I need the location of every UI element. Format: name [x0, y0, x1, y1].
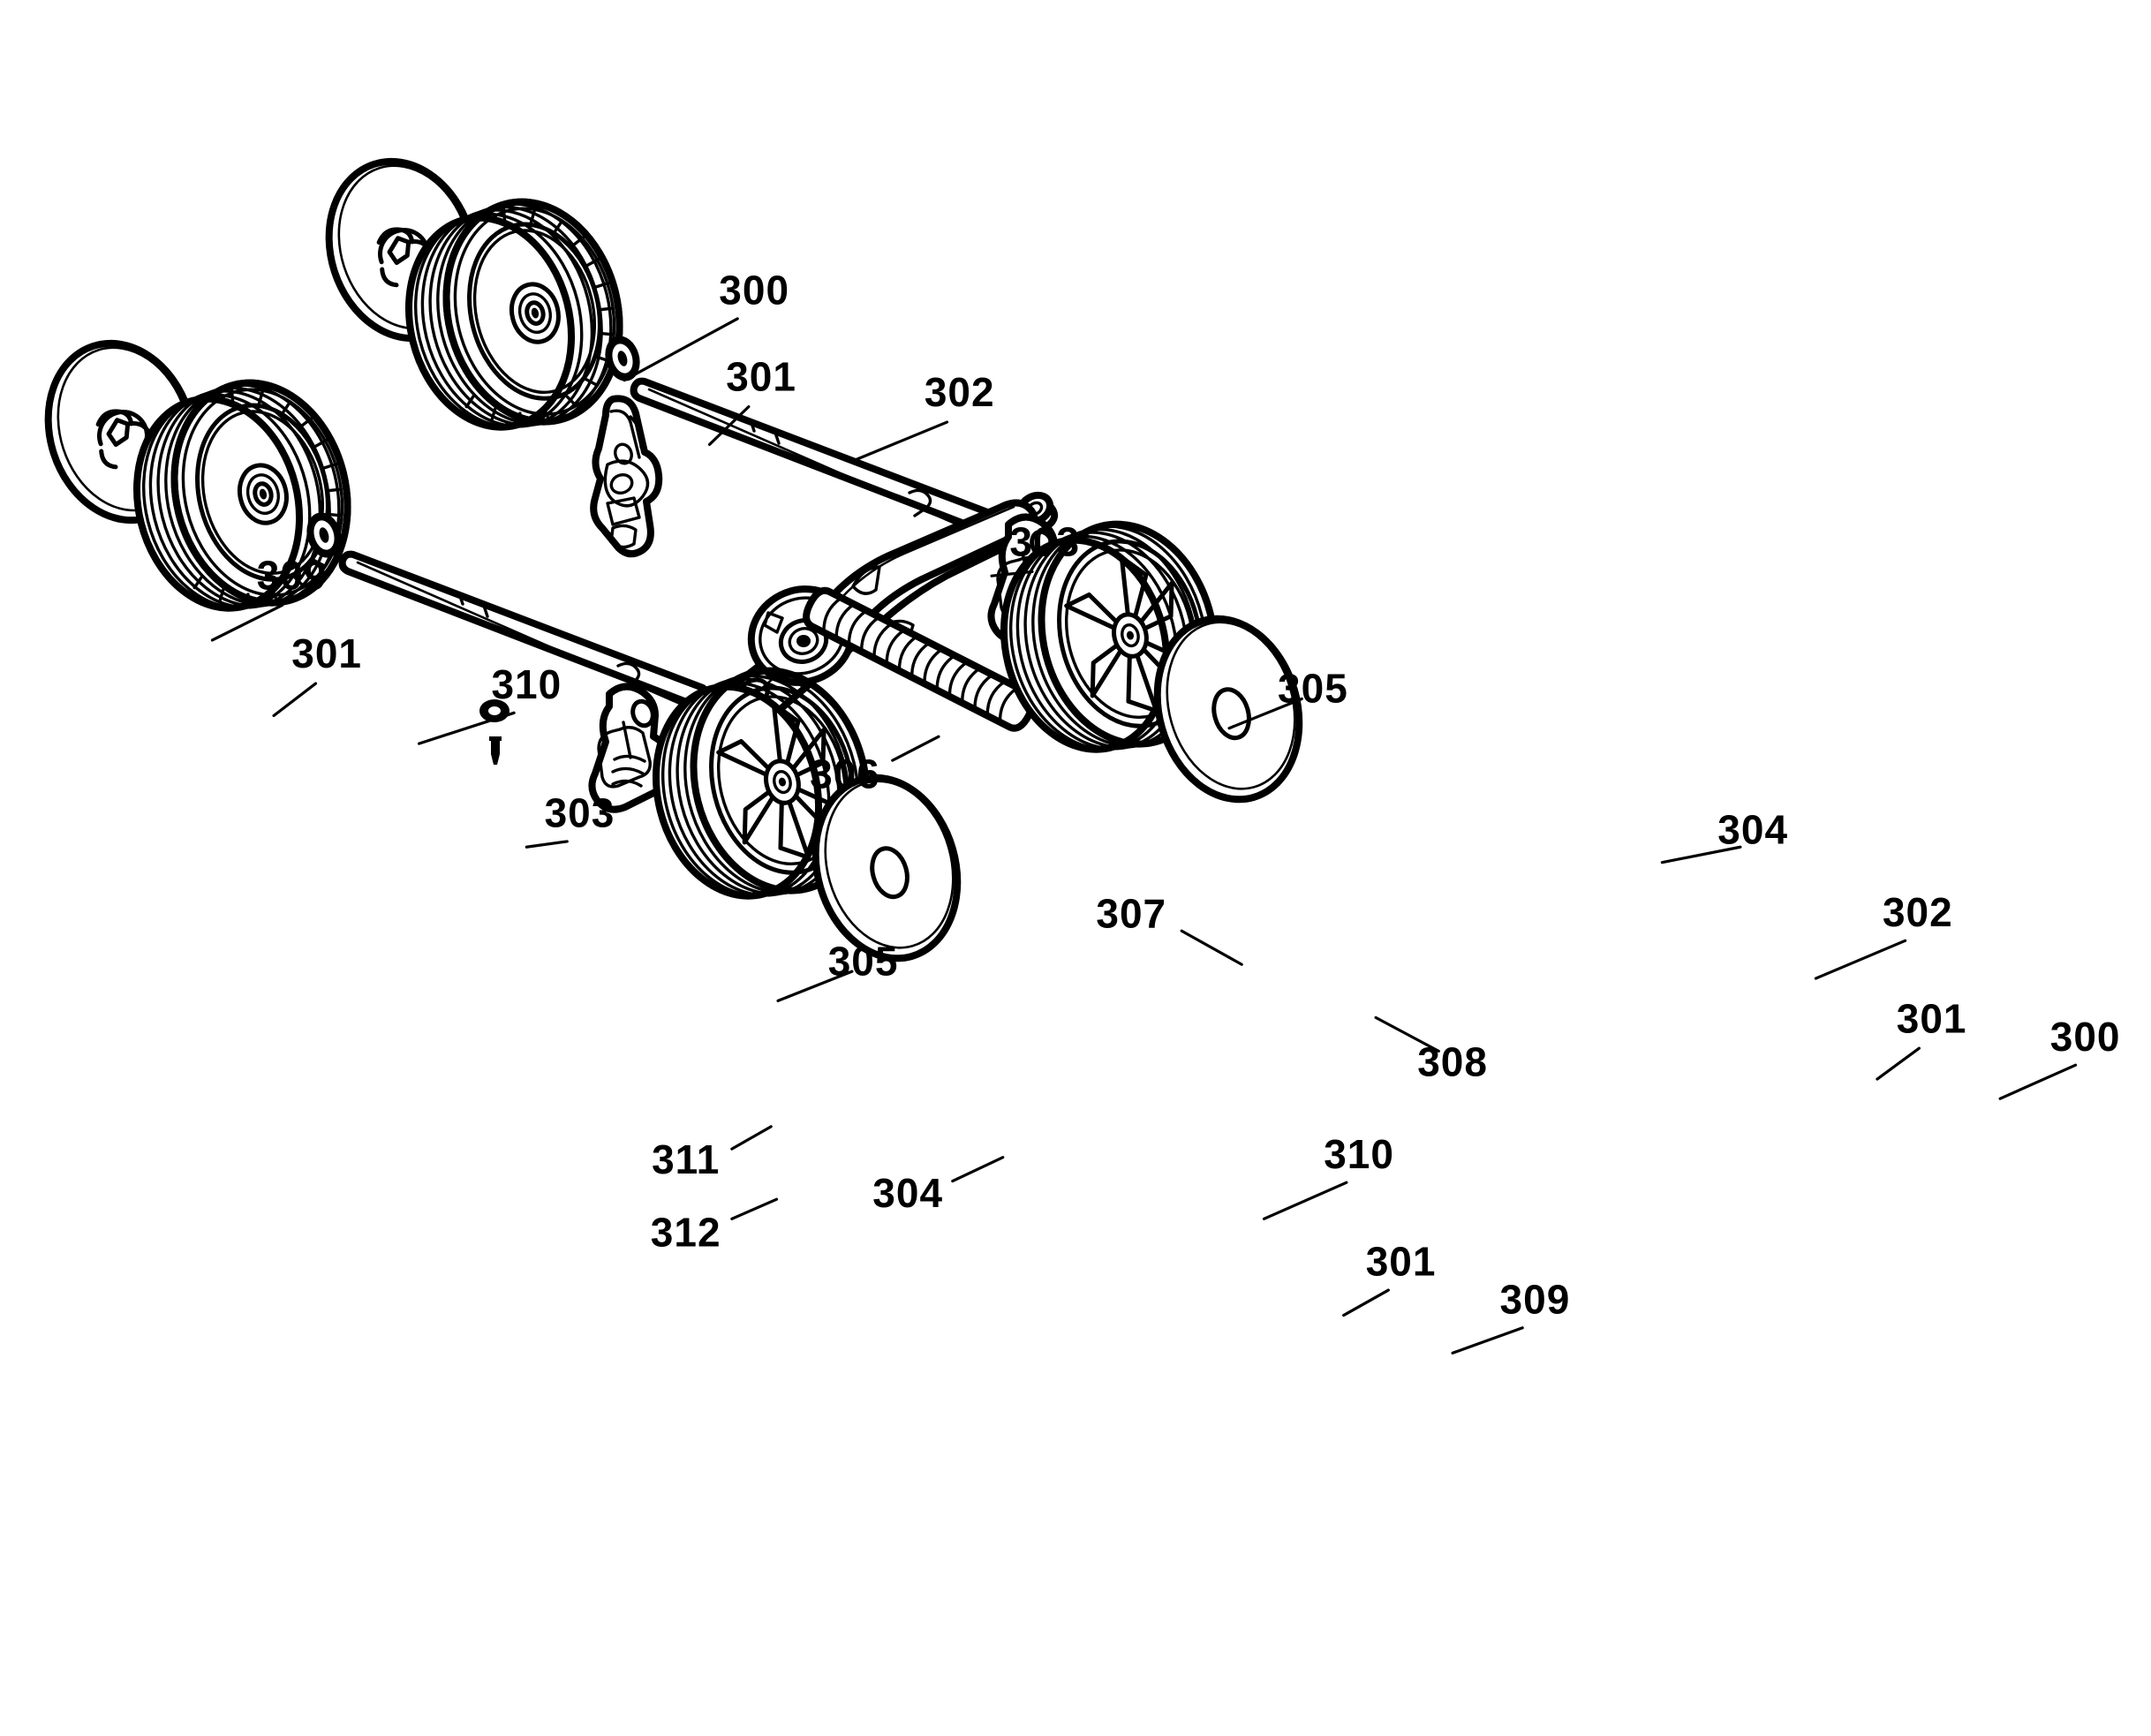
callout-leader-line	[1876, 1046, 1921, 1081]
callout-304: 304	[1660, 807, 1788, 864]
callout-306: 306	[810, 735, 940, 796]
callout-leader-line	[1227, 697, 1303, 730]
callout-302: 302	[850, 369, 995, 463]
callout-301: 301	[1342, 1239, 1437, 1317]
callout-number: 301	[291, 630, 362, 676]
callout-number: 301	[1897, 995, 1967, 1041]
callout-leader-line	[1180, 929, 1243, 966]
callout-leader-line	[1660, 845, 1742, 864]
callout-number: 308	[1417, 1038, 1488, 1084]
callout-number: 300	[719, 268, 789, 313]
callout-number: 310	[1324, 1131, 1394, 1177]
callout-number: 309	[257, 552, 328, 598]
callout-311: 311	[652, 1125, 773, 1182]
callout-number: 305	[828, 938, 899, 984]
callout-301: 301	[272, 630, 362, 718]
callout-301: 301	[707, 354, 796, 446]
callout-312: 312	[651, 1197, 779, 1255]
callout-number: 304	[1717, 807, 1788, 853]
callout-number: 311	[652, 1136, 720, 1182]
callout-leader-line	[1998, 1063, 2078, 1100]
callout-303: 303	[525, 790, 615, 849]
callout-303: 303	[990, 518, 1080, 577]
callout-leader-line	[210, 603, 284, 642]
callout-number: 303	[1009, 518, 1080, 564]
callout-302: 302	[1814, 889, 1953, 980]
callout-leader-line	[730, 1125, 773, 1151]
callout-leader-line	[272, 682, 318, 718]
callout-leader-line	[525, 840, 569, 849]
callout-leader-line	[891, 735, 940, 762]
callout-layer: 300 301 302 303 309 301 310 303 306 305 305 307 308 3…	[210, 268, 2121, 1355]
callout-304: 304	[872, 1156, 1005, 1216]
callout-leader-line	[1451, 1326, 1524, 1355]
callout-number: 307	[1096, 891, 1166, 937]
callout-307: 307	[1096, 891, 1243, 966]
callout-number: 306	[810, 751, 880, 796]
callout-leader-line	[623, 317, 739, 382]
callout-300: 300	[1998, 1014, 2121, 1100]
callout-305: 305	[1227, 666, 1348, 730]
callout-number: 300	[2050, 1014, 2121, 1060]
callout-number: 304	[872, 1170, 943, 1216]
callout-308: 308	[1374, 1015, 1488, 1084]
callout-310: 310	[417, 661, 562, 745]
callout-number: 310	[491, 661, 562, 707]
callout-leader-line	[951, 1156, 1005, 1183]
callout-number: 301	[1366, 1239, 1437, 1285]
callout-305: 305	[776, 938, 899, 1002]
callout-number: 309	[1500, 1276, 1571, 1322]
callout-310: 310	[1262, 1131, 1394, 1220]
callout-number: 302	[925, 369, 995, 415]
callout-leader-line	[417, 711, 516, 745]
callout-number: 301	[726, 354, 796, 400]
callout-300: 300	[623, 268, 789, 382]
callout-number: 302	[1883, 889, 1953, 935]
callout-leader-line	[850, 420, 949, 463]
callout-leader-line	[1262, 1181, 1348, 1220]
callout-leader-line	[990, 570, 1034, 577]
callout-leader-line	[776, 970, 854, 1002]
callout-leader-line	[1342, 1288, 1390, 1317]
callout-number: 312	[651, 1209, 721, 1255]
callout-leader-line	[707, 405, 751, 446]
callout-309: 309	[210, 552, 328, 642]
callout-leader-line	[1814, 939, 1907, 980]
callout-leader-line	[730, 1197, 779, 1220]
callout-leader-line	[1374, 1015, 1440, 1053]
callout-301: 301	[1876, 995, 1967, 1081]
callout-number: 303	[545, 790, 615, 836]
callout-number: 305	[1278, 666, 1348, 712]
callout-309: 309	[1451, 1276, 1571, 1355]
